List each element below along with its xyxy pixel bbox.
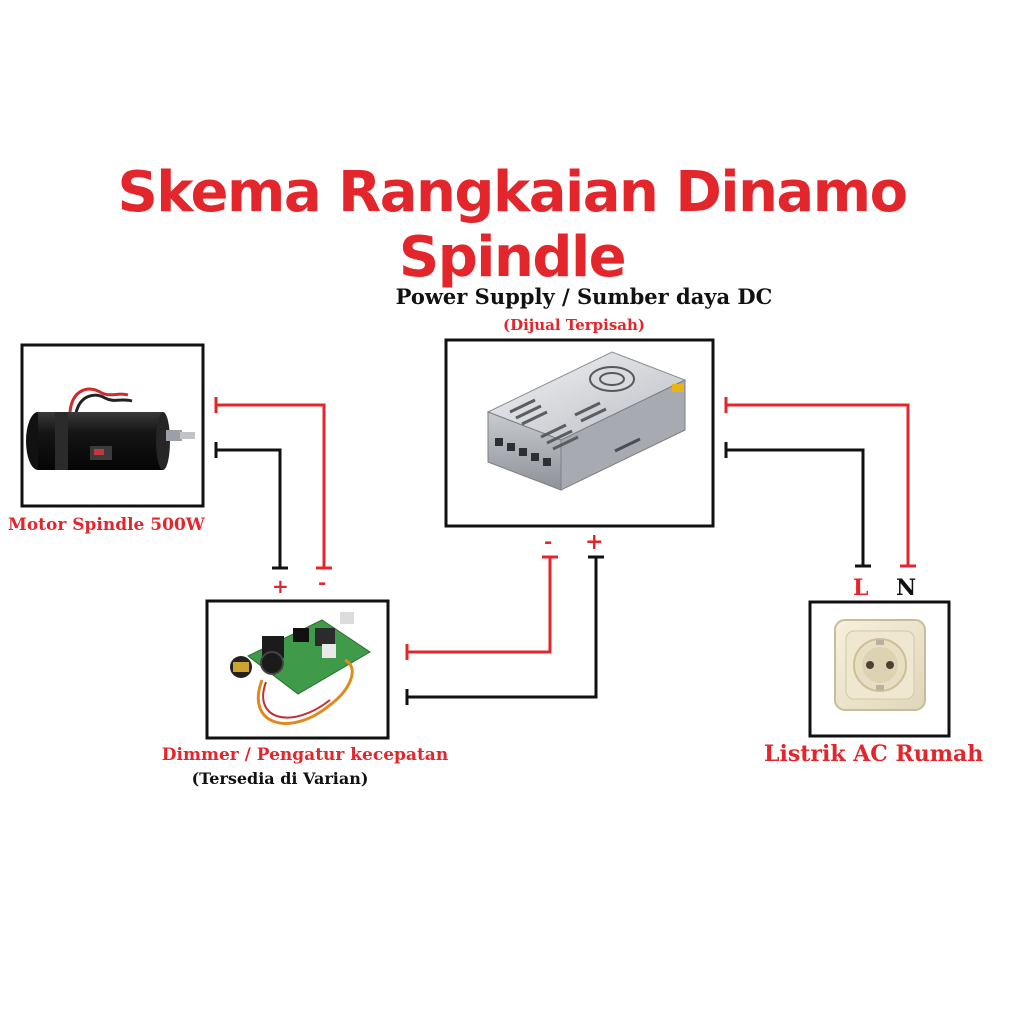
dimmer-box	[205, 599, 390, 740]
ac-neutral-wire	[726, 403, 910, 566]
live-terminal-label: L	[853, 575, 869, 601]
dimmer-plus-terminal-label: +	[272, 574, 289, 598]
dimmer-black-wire	[407, 557, 598, 699]
dimmer-red-wire	[407, 557, 552, 654]
dimmer-note: (Tersedia di Varian)	[191, 769, 369, 788]
dimmer-image	[230, 612, 371, 725]
power-supply-image	[486, 351, 687, 491]
diagram-title: Skema Rangkaian Dinamo Spindle	[117, 160, 908, 290]
dimmer-label: Dimmer / Pengatur kecepatan	[161, 745, 449, 765]
neutral-terminal-label: N	[896, 575, 917, 601]
power-supply-box	[444, 338, 715, 528]
motor-spindle-image	[26, 387, 195, 470]
psu-minus-terminal-label: -	[544, 529, 553, 553]
motor-box	[20, 343, 205, 508]
power-supply-label: Power Supply / Sumber daya DC	[395, 284, 773, 309]
ac-live-wire	[726, 448, 865, 566]
dimmer-minus-terminal-label: -	[318, 570, 327, 594]
motor-black-wire	[216, 448, 282, 568]
motor-red-wire	[216, 403, 326, 568]
ac-socket-image	[834, 619, 926, 711]
psu-plus-terminal-label: +	[585, 529, 604, 555]
ac-label: Listrik AC Rumah	[764, 741, 984, 767]
ac-box	[808, 600, 951, 738]
power-supply-note: (Dijual Terpisah)	[502, 316, 646, 334]
motor-label: Motor Spindle 500W	[8, 515, 205, 535]
